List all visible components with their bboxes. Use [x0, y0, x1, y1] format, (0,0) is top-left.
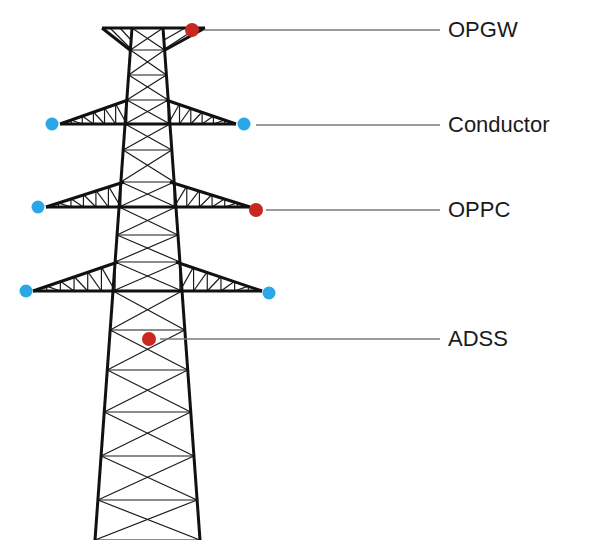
leader-lines: [160, 30, 440, 339]
cable-label: ADSS: [448, 328, 508, 350]
tower-lattice: [33, 28, 262, 540]
cable-label: OPGW: [448, 19, 518, 41]
cable-label: OPPC: [448, 199, 510, 221]
tower-frame: [33, 28, 262, 540]
cable-dots: [20, 23, 276, 346]
cable-label: Conductor: [448, 114, 550, 136]
